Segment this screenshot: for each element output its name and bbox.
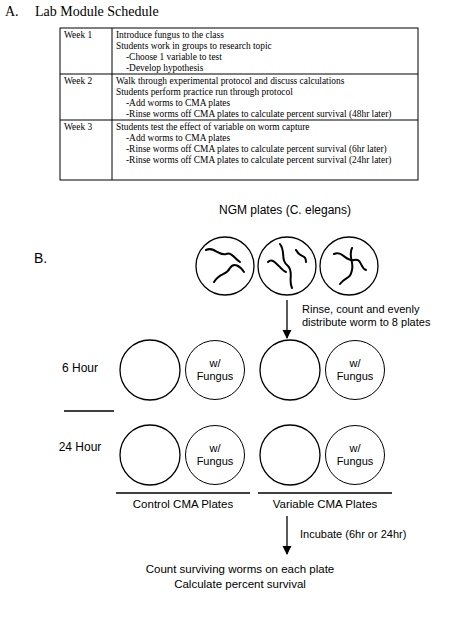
cma-plate: [260, 340, 320, 400]
step-note: Rinse, count and evenly distribute worm …: [302, 303, 452, 328]
table-row-line: [60, 120, 418, 121]
down-arrow: [286, 516, 287, 554]
table-cell: -Add worms to CMA plates: [126, 133, 416, 144]
result-note: Count surviving worms on each plate: [90, 563, 390, 576]
table-cell: -Add worms to CMA plates: [126, 98, 416, 109]
worm: [268, 261, 286, 272]
fungus-plate: w/ Fungus: [325, 340, 385, 400]
table-cell: Week 3: [64, 122, 110, 133]
table-cell: Introduce fungus to the class: [116, 30, 416, 41]
cma-plates: [120, 340, 320, 485]
table-row-line: [60, 74, 418, 75]
plate-text: w/ Fungus: [335, 442, 375, 468]
worm: [296, 250, 306, 262]
table-cell: Week 1: [64, 30, 110, 41]
worm: [340, 248, 352, 284]
ngm-plates: [196, 237, 378, 295]
panel-letter: A.: [5, 4, 35, 20]
time-label: 6 Hour: [48, 362, 112, 376]
table-cell: Week 2: [64, 76, 110, 87]
panel-letter: B.: [34, 250, 64, 266]
group-label: Variable CMA Plates: [250, 498, 400, 511]
table-cell: -Develop hypothesis: [126, 63, 416, 74]
group-underline: [116, 492, 250, 493]
table-cell: Students perform practice run through pr…: [116, 87, 416, 98]
row-divider: [64, 410, 114, 411]
plate-label: NGM plates (C. elegans): [185, 204, 385, 218]
ngm-plate: [320, 237, 378, 295]
step-note: Incubate (6hr or 24hr): [300, 528, 460, 541]
table-cell: -Rinse worms off CMA plates to calculate…: [126, 144, 416, 155]
worm: [206, 249, 240, 262]
table-cell: -Rinse worms off CMA plates to calculate…: [126, 109, 416, 120]
plate-text: w/ Fungus: [195, 357, 235, 383]
worms: [206, 244, 366, 288]
worm: [280, 244, 292, 288]
fungus-plate: w/ Fungus: [185, 425, 245, 485]
worm: [214, 265, 244, 282]
table-cell: -Choose 1 variable to test: [126, 52, 416, 63]
group-label: Control CMA Plates: [108, 498, 258, 511]
table-border: [60, 28, 418, 180]
cma-plate: [120, 425, 180, 485]
table-cell: Walk through experimental protocol and d…: [116, 76, 416, 87]
table-column-line: [112, 28, 113, 180]
result-note: Calculate percent survival: [90, 578, 390, 591]
fungus-plate: w/ Fungus: [325, 425, 385, 485]
down-arrow: [286, 300, 287, 338]
ngm-plate: [196, 237, 254, 295]
time-label: 24 Hour: [48, 441, 112, 455]
plate-text: w/ Fungus: [195, 442, 235, 468]
fungus-plate: w/ Fungus: [185, 340, 245, 400]
group-underline: [258, 492, 392, 493]
plate-text: w/ Fungus: [335, 357, 375, 383]
panel-title: Lab Module Schedule: [35, 4, 285, 20]
cma-plate: [120, 340, 180, 400]
schedule-table: [60, 28, 418, 180]
table-cell: Students test the effect of variable on …: [116, 122, 416, 133]
ngm-plate: [258, 237, 316, 295]
cma-plate: [260, 425, 320, 485]
table-cell: -Rinse worms off CMA plates to calculate…: [126, 155, 416, 166]
table-cell: Students work in groups to research topi…: [116, 41, 416, 52]
